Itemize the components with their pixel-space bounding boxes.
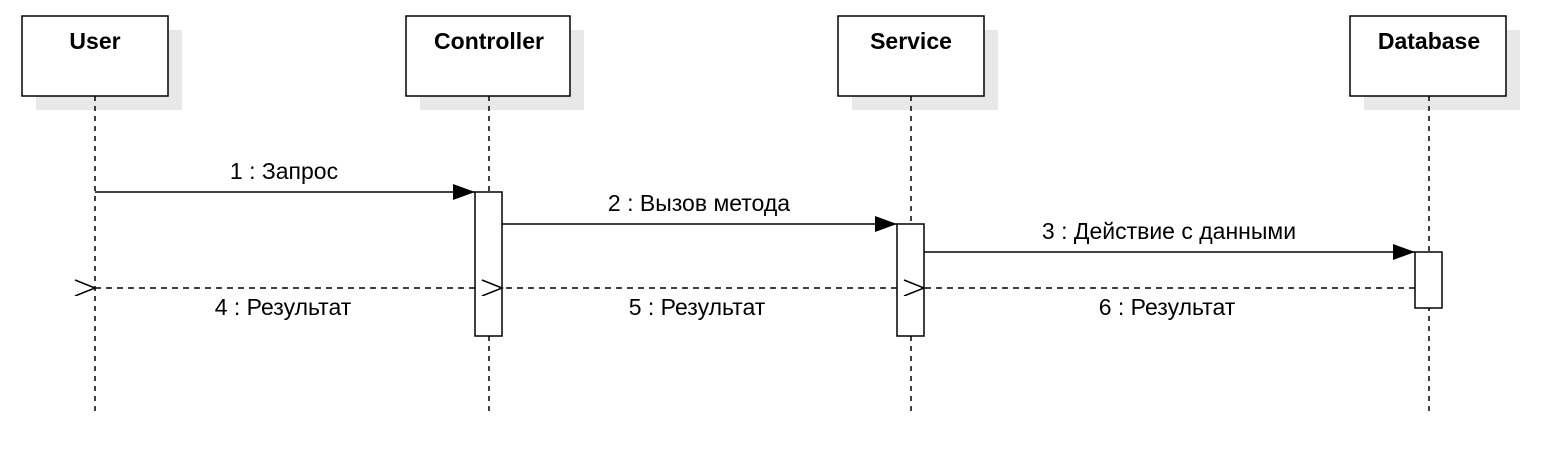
activation-controller — [474, 191, 503, 337]
message-6-label: 6 : Результат — [1099, 294, 1236, 320]
participant-database-label: Database — [1378, 28, 1480, 54]
participant-service[interactable]: Service — [837, 15, 985, 97]
activation-database — [1414, 251, 1443, 309]
message-5-label: 5 : Результат — [629, 294, 766, 320]
participant-controller[interactable]: Controller — [405, 15, 571, 97]
activation-service — [896, 223, 925, 337]
message-4-label: 4 : Результат — [215, 294, 352, 320]
participant-user[interactable]: User — [21, 15, 169, 97]
message-2-label: 2 : Вызов метода — [608, 190, 790, 216]
participant-database[interactable]: Database — [1349, 15, 1507, 97]
message-1-label: 1 : Запрос — [230, 158, 338, 184]
participant-controller-label: Controller — [434, 28, 544, 54]
message-3-label: 3 : Действие с данными — [1042, 218, 1296, 244]
participant-service-label: Service — [870, 28, 952, 54]
participant-user-label: User — [69, 28, 120, 54]
